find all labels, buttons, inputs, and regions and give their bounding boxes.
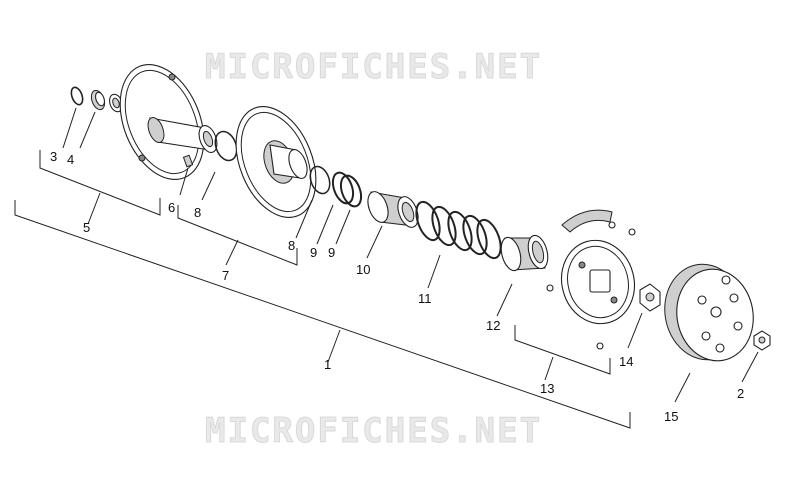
callout-3: 3	[50, 149, 57, 164]
bracket-13	[514, 325, 611, 375]
callout-6: 6	[168, 200, 175, 215]
part-7-movable-half-pulley	[235, 106, 317, 218]
leader-1	[327, 329, 341, 363]
part-8-oring-2	[309, 165, 331, 195]
leader-13	[544, 356, 554, 381]
callout-12: 12	[486, 318, 500, 333]
callout-9-second: 9	[328, 245, 335, 260]
leader-5	[87, 192, 101, 225]
part-3-circlip	[70, 86, 84, 106]
callout-5: 5	[83, 220, 90, 235]
bracket-1	[14, 200, 631, 429]
part-15-clutch-bell	[664, 263, 754, 362]
leader-7	[225, 239, 239, 266]
callout-10: 10	[356, 262, 370, 277]
part-6-pin	[182, 154, 194, 168]
callout-8-second: 8	[288, 238, 295, 253]
leader-lines	[62, 107, 759, 403]
part-14-nut	[639, 283, 661, 312]
callout-9-first: 9	[310, 245, 317, 260]
part-11-spring	[415, 200, 502, 260]
part-9-seals	[331, 171, 363, 208]
callout-1: 1	[324, 357, 331, 372]
part-4-bearing	[90, 89, 123, 113]
part-5-fixed-half-pulley	[119, 64, 218, 180]
watermark-top: MICROFICHES.NET	[205, 47, 542, 87]
watermark-bottom: MICROFICHES.NET	[205, 411, 542, 451]
callout-7: 7	[222, 268, 229, 283]
part-12-bushing	[500, 234, 549, 272]
callout-14: 14	[619, 354, 633, 369]
callout-4: 4	[67, 152, 74, 167]
part-8-oring-1	[214, 130, 238, 162]
part-10-sleeve	[367, 191, 419, 228]
callout-8-first: 8	[194, 205, 201, 220]
part-2-nut	[753, 330, 771, 351]
callout-2: 2	[737, 386, 744, 401]
part-13-clutch-assembly	[546, 209, 636, 350]
callout-13: 13	[540, 381, 554, 396]
bracket-5	[39, 150, 161, 216]
callout-11: 11	[418, 291, 432, 306]
callout-15: 15	[664, 409, 678, 424]
